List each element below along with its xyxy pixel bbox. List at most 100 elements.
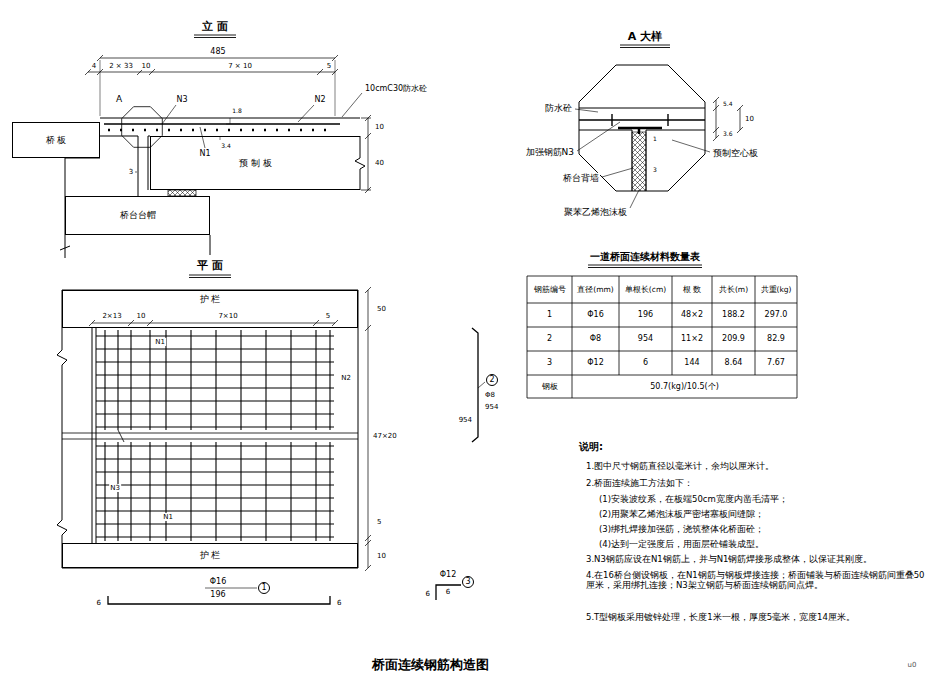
dimension-label: N3 [175,95,188,104]
mesh-rebar [96,330,334,541]
dimension-label: 10 [376,552,387,560]
view-title: 平 面 [196,260,224,273]
backwall-line [92,328,96,543]
note-text: 5.T型钢板采用镀锌处理，长度1米一根，厚度5毫米，宽度14厘米。 [585,613,927,623]
table-cell: 11×2 [680,334,704,343]
dimension-label: 5.4 [722,101,734,108]
dimension-line [713,97,743,141]
node-label: 预 制 板 [239,158,272,168]
dimension-label: N2 [313,95,326,104]
table-cell: 297.0 [764,310,789,319]
dimension-line [89,320,338,326]
note-text: (1)安装波纹系，在板端50cm宽度内凿毛清平； [598,495,925,505]
dimension-label: 10 [374,123,385,131]
dimension-label: 6 [445,588,451,596]
dimension-label: 6 [96,599,102,607]
table-cell: 1 [546,310,553,319]
dimension-label: 1 [652,136,658,143]
dimension-label: 50 [376,305,387,313]
dimension-label: 10 [136,312,147,320]
joint-line [62,430,358,442]
table-cell: 188.2 [721,310,746,319]
dimension-label: 3 [128,168,134,176]
note-text: 2.桥面连续施工方法如下： [585,479,927,489]
table-cell: 48×2 [680,310,704,319]
dimension-label: 4 [91,62,97,70]
rebar-n3-shape [436,585,461,600]
note-text: 4.在16桥台侧设钢板，在N1钢筋与钢板焊接连接；桥面铺装与桥面连续钢筋间重叠5… [585,571,927,591]
dimension-label: N1 [154,338,166,346]
dimension-label: 10 [141,62,152,70]
table-cell: 共长(m) [718,285,749,294]
dimension-label: 加强钢筋N3 [525,147,575,157]
dimension-line [365,287,371,571]
dimension-label: N1 [162,513,174,521]
view-title: 一道桥面连续材料数量表 [589,251,701,263]
dimension-label: 5 [376,518,382,526]
table-cell: 2 [546,334,553,343]
dimension-label: 47×20 [372,432,398,440]
leader-line [205,588,257,589]
note-text: (4)达到一定强度后，用面层砼铺装成型。 [598,540,925,550]
dimension-label: 7×10 [217,312,238,320]
detail-octagon [122,107,163,148]
dimension-label: 聚苯乙烯泡沫板 [563,207,628,217]
dimension-label: 40 [374,159,385,167]
dimension-line [85,55,338,75]
dimension-label: N3 [109,484,121,492]
table-cell: 6 [642,358,649,367]
dimension-label: Φ12 [439,570,457,579]
dimension-label: 10cmC30防水砼 [364,84,428,93]
table-cell: 196 [637,310,654,319]
table-cell: 3 [546,358,553,367]
table-cell: 209.9 [721,334,746,343]
dimension-label: A [115,94,123,104]
callout-circle: 2 [486,374,498,386]
rebar-n2 [108,129,336,132]
note-text: 3.N3钢筋应设在N1钢筋上，并与N1钢筋焊接形成整体，以保证其刚度。 [585,555,927,565]
table-cell: 954 [637,334,654,343]
table-cell: 144 [683,358,700,367]
dimension-label: 6 [425,590,431,598]
slab-outline [57,290,358,568]
table-cell: Φ16 [586,310,604,319]
dimension-label: 2×13 [101,312,122,320]
rebar-n2-shape [472,328,478,442]
dimension-label: 5 [326,62,332,70]
node-label: 桥 板 [46,135,67,145]
table-cell: 直径(mm) [576,285,614,294]
part-box: 预 制 板 [150,136,360,190]
note-text: (3)绑扎焊接加强筋，浇筑整体化桥面砼； [598,525,925,535]
dimension-label: 桥台背墙 [562,173,600,183]
node-label: 2 [489,375,494,384]
dimension-label: 954 [458,416,473,424]
table-cell: 50.7(kg)/10.5(个) [649,382,720,391]
table-cell: 8.64 [724,358,744,367]
dimension-label: 3.4 [220,143,232,150]
table-cell: 钢筋编号 [533,285,567,294]
title-underline [189,35,702,278]
table-cell: Φ8 [589,334,602,343]
dimension-label: 预制空心板 [712,148,759,158]
table-cell: 82.9 [766,334,786,343]
dimension-line [361,115,371,193]
dimension-label: 1.8 [231,108,243,115]
callout-circle: 1 [258,582,270,594]
dimension-label: 10 [744,115,755,123]
part-box: 护 栏 [62,543,358,568]
dimension-label: N2 [340,374,352,382]
node-label: 桥台台帽 [120,210,156,220]
dimension-label: 485 [209,47,226,56]
view-title: A 大样 [627,31,663,44]
dimension-label: 196 [209,590,226,599]
dimension-label: N1 [198,149,211,158]
dimension-label: Φ16 [209,577,227,586]
note-text: u0 [907,661,918,669]
dimension-label: 5 [325,312,331,320]
extension-line [100,60,335,116]
node-label: 护 栏 [200,294,221,304]
leader-line [478,382,485,388]
dimension-label: 2 × 33 [108,62,134,70]
detail-section [570,108,715,200]
